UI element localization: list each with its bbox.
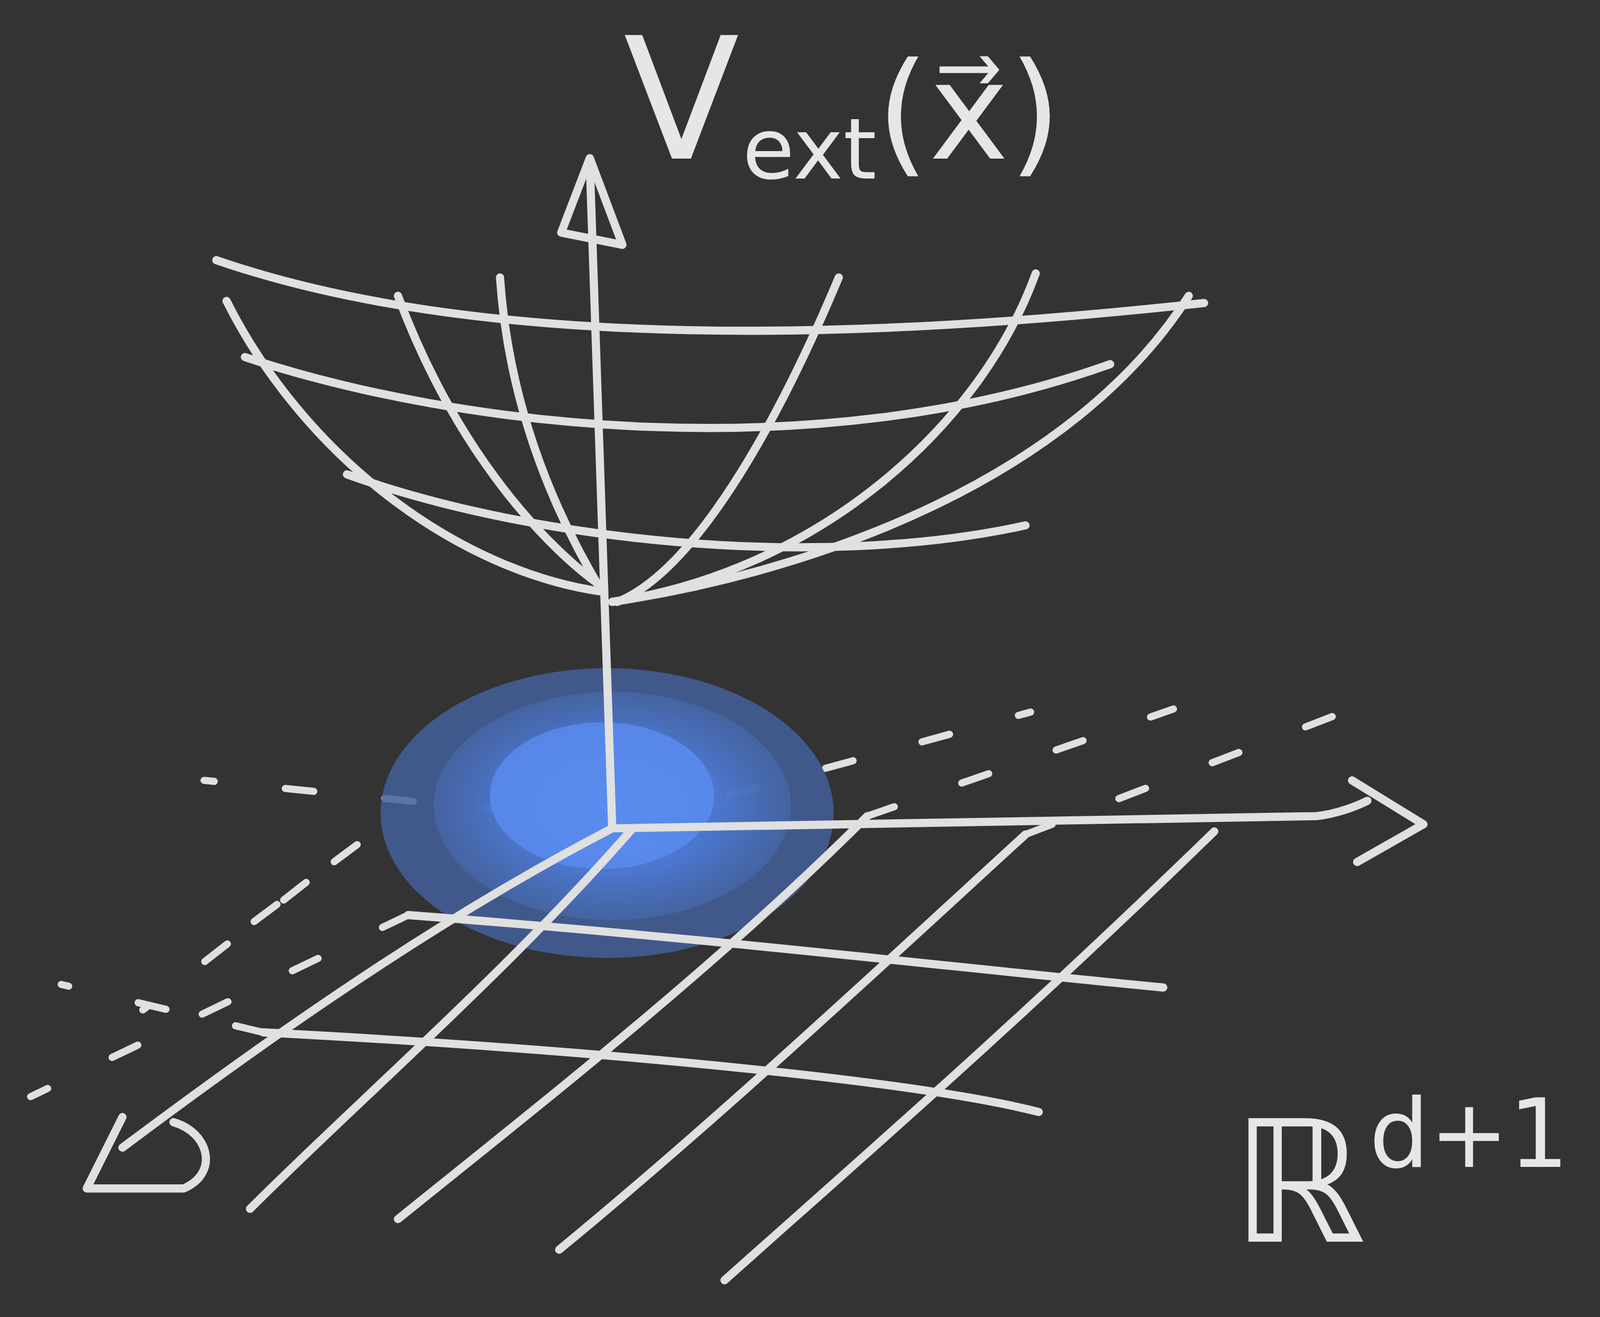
potential-label: Vext(x⃗)	[623, 14, 1062, 192]
axes	[86, 158, 1424, 1189]
potential-paraboloid	[216, 260, 1204, 602]
ground-grid	[249, 816, 1214, 1281]
space-label: ℝd+1	[1231, 1087, 1570, 1268]
symbol-text: V	[623, 0, 740, 199]
argument-text: (x⃗)	[876, 33, 1061, 191]
symbol-text: ℝ	[1231, 1084, 1367, 1282]
superscript-text: d+1	[1369, 1079, 1570, 1190]
subscript-text: ext	[742, 99, 877, 199]
